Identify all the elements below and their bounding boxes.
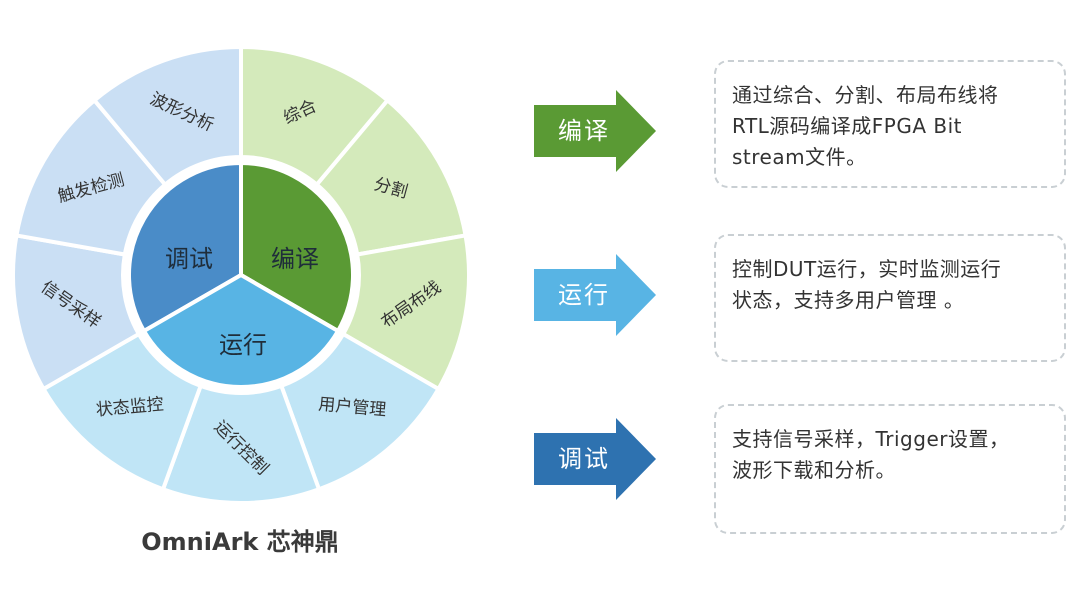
debug-arrow: 调试 <box>534 418 656 500</box>
compile-arrow-label: 编译 <box>558 117 610 145</box>
compile-arrow: 编译 <box>534 90 656 172</box>
core-segment-label: 编译 <box>271 245 319 273</box>
flow-debug: 调试 支持信号采样，Trigger设置， 波形下载和分析。 <box>0 404 1080 558</box>
core-segment-label: 调试 <box>165 245 213 273</box>
debug-description-box: 支持信号采样，Trigger设置， 波形下载和分析。 <box>714 404 1066 534</box>
outer-segment <box>91 44 243 188</box>
run-arrow: 运行 <box>534 254 656 336</box>
flow-compile: 编译 通过综合、分割、布局布线将 RTL源码编译成FPGA Bit stream… <box>0 60 1080 230</box>
core-segment <box>141 272 341 389</box>
compile-description: 通过综合、分割、布局布线将 RTL源码编译成FPGA Bit stream文件。 <box>732 83 999 169</box>
compile-description-box: 通过综合、分割、布局布线将 RTL源码编译成FPGA Bit stream文件。 <box>714 60 1066 188</box>
flow-run: 运行 控制DUT运行，实时监测运行 状态，支持多用户管理 。 <box>0 234 1080 394</box>
core-segment-label: 运行 <box>219 331 267 359</box>
debug-description: 支持信号采样，Trigger设置， 波形下载和分析。 <box>732 427 1010 482</box>
product-caption: OmniArk 芯神鼎 <box>141 528 339 556</box>
run-description-box: 控制DUT运行，实时监测运行 状态，支持多用户管理 。 <box>714 234 1066 362</box>
debug-arrow-label: 调试 <box>558 445 610 473</box>
run-description: 控制DUT运行，实时监测运行 状态，支持多用户管理 。 <box>732 257 1002 312</box>
run-arrow-label: 运行 <box>558 281 610 309</box>
